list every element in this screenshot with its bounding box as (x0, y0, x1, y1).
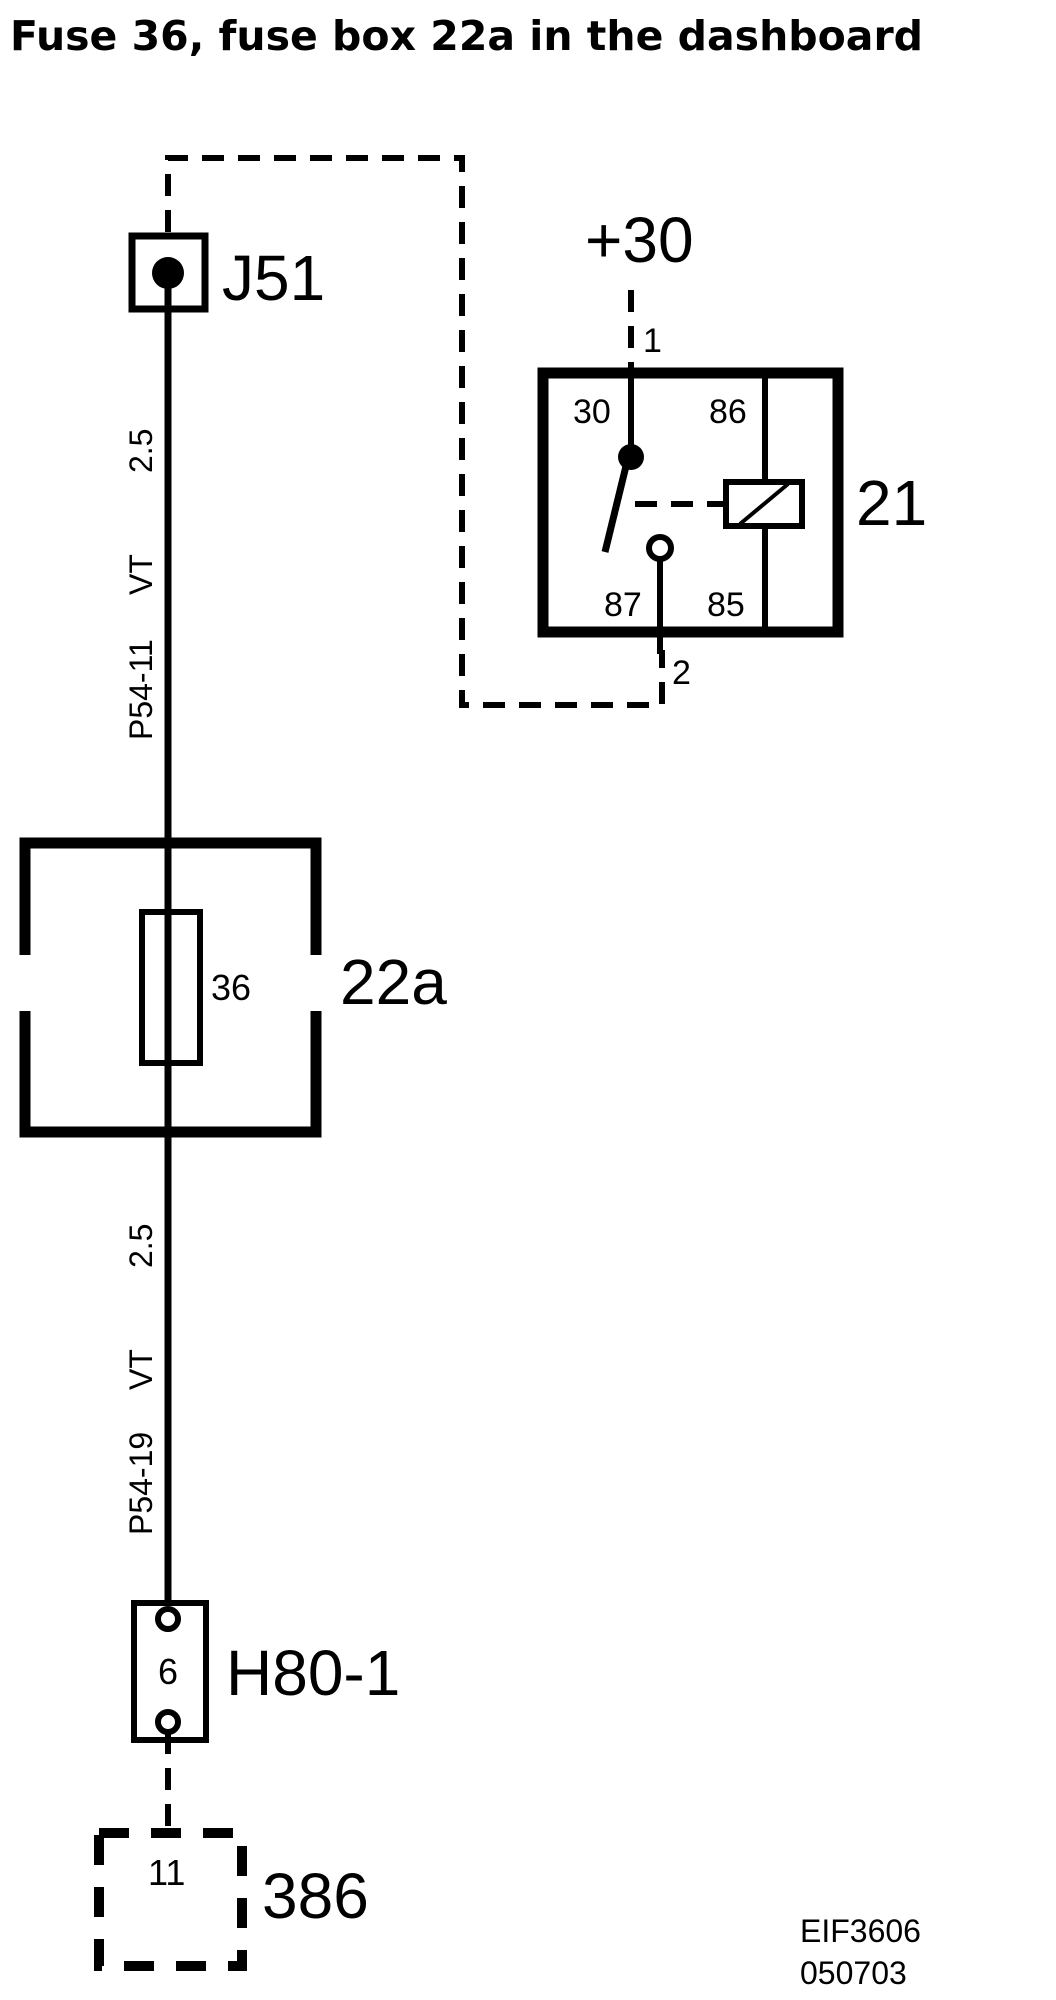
j51-label: J51 (222, 242, 325, 314)
fuse-36-label: 36 (211, 967, 251, 1008)
j51-box (128, 232, 209, 313)
h80-pin-top (155, 1606, 181, 1632)
relay-terminal-85: 85 (707, 586, 745, 624)
relay-contact-87 (646, 534, 674, 562)
c386-pin-label: 11 (148, 1852, 185, 1893)
h80-pin-label: 6 (158, 1651, 178, 1692)
wire-lower-size: 2.5 (123, 1224, 159, 1268)
doc-ref-date: 050703 (800, 1955, 907, 1991)
wire-upper-color: VT (123, 554, 159, 595)
relay-coil-diagonal (738, 482, 790, 526)
relay-contact-30 (618, 444, 644, 470)
relay-terminal-30: 30 (573, 393, 611, 431)
c386-label: 386 (262, 1860, 369, 1932)
relay-body (537, 367, 844, 638)
control-dashed-line (165, 155, 665, 708)
h80-1-connector: 6 H80-1 (131, 1600, 400, 1743)
wire-lower-code: P54-19 (123, 1432, 159, 1535)
wire-lower-color: VT (123, 1349, 159, 1390)
c386-box (94, 1828, 247, 1971)
j51-dot (152, 257, 184, 289)
relay-label: 21 (856, 467, 927, 539)
wire-upper-code: P54-11 (123, 639, 159, 740)
h80-label: H80-1 (226, 1637, 400, 1709)
page-title: Fuse 36, fuse box 22a in the dashboard (10, 12, 923, 60)
relay-supply-label: +30 (585, 204, 694, 276)
relay-terminal-87: 87 (604, 586, 642, 624)
j51-connector: J51 (128, 232, 325, 314)
relay-21: +30 1 30 86 87 85 2 21 (537, 204, 927, 692)
relay-switch-arm (601, 461, 631, 553)
wire-upper-size: 2.5 (123, 429, 159, 473)
fusebox-label: 22a (340, 946, 447, 1018)
relay-pin-2: 2 (672, 654, 691, 692)
doc-ref-id: EIF3606 (800, 1913, 921, 1949)
relay-terminal-86: 86 (709, 393, 747, 431)
relay-pin-1: 1 (643, 322, 662, 360)
connector-386: 11 386 (94, 1828, 369, 1971)
fusebox-frame (19, 837, 322, 1138)
fusebox-22a: 36 22a (19, 837, 447, 1138)
h80-pin-bottom (155, 1709, 181, 1735)
